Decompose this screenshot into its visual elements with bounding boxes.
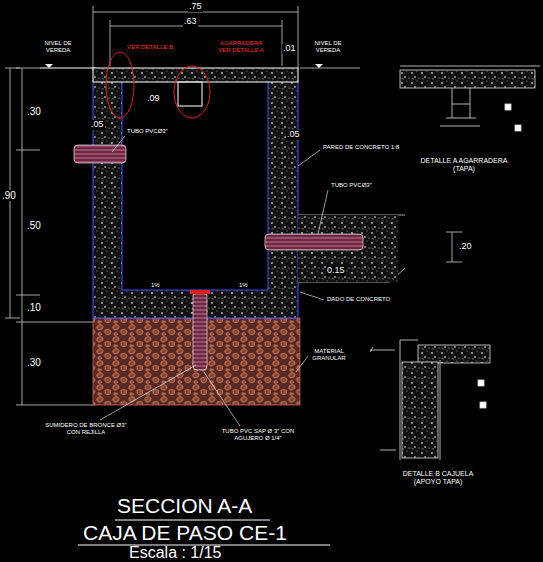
- dimension: .10: [26, 302, 42, 313]
- callout: VER DETALLE B: [126, 44, 174, 51]
- detail-label: DETALLE B CAJUELA (APOYO TAPA): [392, 470, 484, 485]
- dimension: .01: [282, 44, 297, 54]
- pipe-label: TUBO PVCØ3": [126, 128, 169, 135]
- drain-label: SUMIDERO DE BRONCE Ø3" CON REJILLA: [40, 422, 132, 435]
- callout: AGARRADERA VER DETALLE A: [214, 40, 268, 53]
- dimension: .63: [183, 17, 198, 27]
- wall-label: PARED DE CONCRETO 1:8: [322, 144, 400, 151]
- slope: 1%: [150, 282, 161, 289]
- subtitle: CAJA DE PASO CE-1: [82, 521, 288, 544]
- dimension: .09: [146, 94, 161, 104]
- dimension: .05: [90, 120, 105, 130]
- detail-label: DETALLE A AGARRADERA (TAPA): [418, 157, 510, 172]
- dimension: .30: [26, 106, 42, 117]
- dimension: .30: [26, 357, 42, 368]
- scale: Escala : 1/15: [128, 544, 223, 562]
- dado-label: DADO DE CONCRETO: [326, 296, 391, 303]
- dimension: .05: [286, 130, 301, 140]
- pipe-label: TUBO PVC SAP Ø 3" CON AGUJERO Ø 1/4": [212, 428, 304, 441]
- level-label: NIVEL DE VEREDA: [40, 40, 76, 53]
- title: SECCION A-A: [116, 494, 253, 517]
- slope: 1%: [238, 282, 249, 289]
- pipe-label: TUBO PVCØ3": [330, 182, 373, 189]
- dimension: .75: [188, 2, 203, 12]
- dimension: .20: [458, 242, 473, 252]
- dimension: .50: [26, 220, 42, 231]
- gravel-label: MATERIAL GRANULAR: [308, 348, 350, 361]
- level-label: NIVEL DE VEREDA: [310, 40, 346, 53]
- dimension: 0.15: [326, 266, 346, 276]
- dimension: .90: [1, 190, 17, 201]
